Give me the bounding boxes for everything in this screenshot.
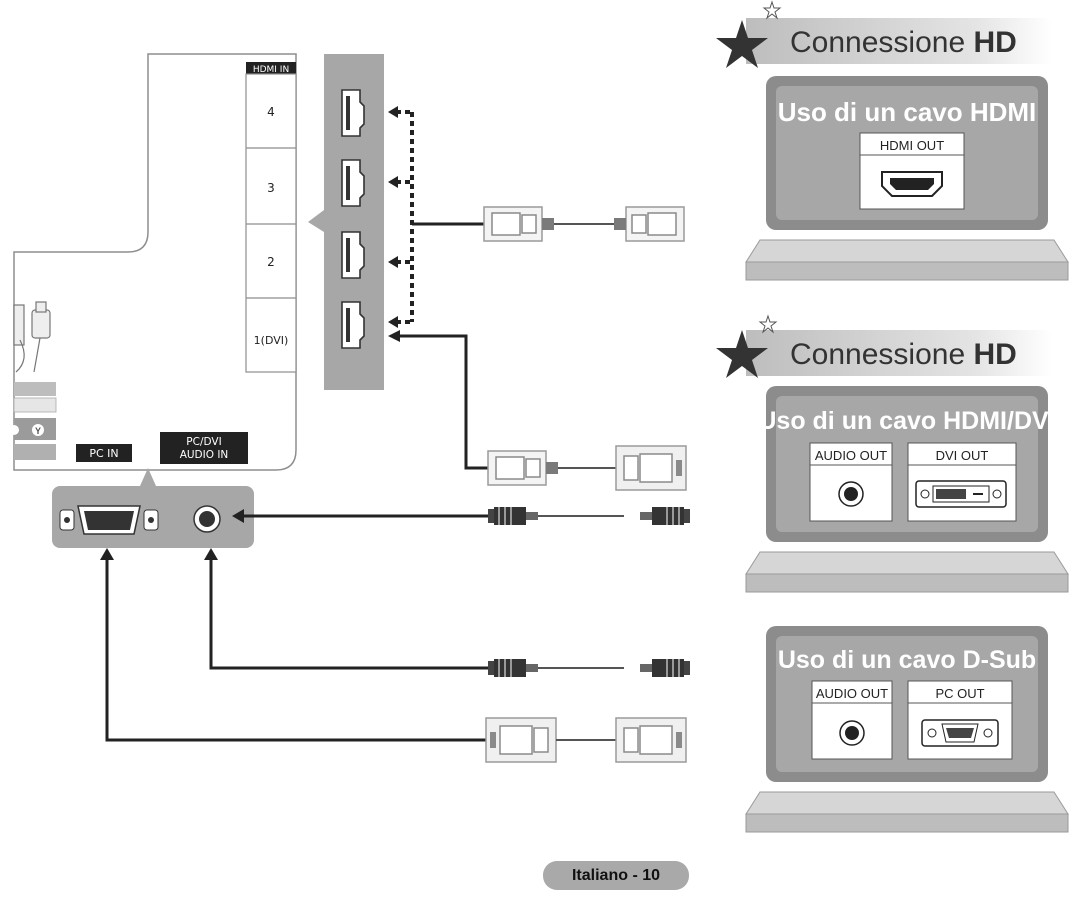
dsub-cable bbox=[100, 548, 687, 763]
hdmi-dvi-cable bbox=[400, 334, 687, 491]
port-label: DVI OUT bbox=[936, 448, 989, 463]
svg-text:Y: Y bbox=[35, 426, 41, 436]
port-label: AUDIO OUT bbox=[816, 686, 888, 701]
card-title: Uso di un cavo D-Sub bbox=[778, 646, 1036, 674]
port-label: HDMI OUT bbox=[880, 138, 944, 153]
hdmi-port-icon-1 bbox=[341, 301, 365, 349]
pc-labels: PC IN PC/DVI AUDIO IN bbox=[76, 432, 248, 464]
hdmi-in-label: HDMI IN bbox=[253, 65, 289, 75]
hdmi-port-icon-3 bbox=[341, 159, 365, 207]
small-star-icon bbox=[758, 314, 778, 334]
section-hdmi: Connessione HD Uso di un cavo HDMI HDMI … bbox=[716, 0, 1069, 281]
hdmi-ports-zoom-panel bbox=[308, 54, 384, 390]
pc-out-vga-port-icon bbox=[921, 719, 999, 747]
hdmi-in-column: HDMI IN 4 3 2 1(DVI) bbox=[245, 62, 297, 373]
hdmi-port-label-2: 2 bbox=[267, 255, 275, 269]
pc-in-label: PC IN bbox=[89, 447, 118, 460]
audio-cable-1 bbox=[232, 507, 690, 525]
hdmi-cable-dotted-links bbox=[396, 110, 414, 324]
pc-audio-port-panel bbox=[52, 468, 254, 548]
hdmi-port-icon-4 bbox=[341, 89, 365, 137]
page-footer-label: Italiano - 10 bbox=[543, 861, 689, 890]
audio-out-jack-icon bbox=[839, 720, 865, 746]
audio-out-jack-icon bbox=[838, 481, 864, 507]
audio-jack-icon bbox=[193, 505, 221, 533]
card-title: Uso di un cavo HDMI bbox=[778, 97, 1037, 127]
section-dsub: Uso di un cavo D-Sub AUDIO OUT PC OUT bbox=[745, 626, 1069, 833]
small-star-icon bbox=[762, 0, 782, 20]
star-icon bbox=[716, 330, 768, 378]
arrowheads bbox=[388, 106, 400, 342]
hdmi-port-icon-2 bbox=[341, 231, 365, 279]
hdmi-cable bbox=[412, 206, 685, 242]
card-title: Uso di un cavo HDMI/DVI bbox=[758, 407, 1055, 435]
audio-cable-2 bbox=[204, 548, 690, 677]
dvi-out-port-icon bbox=[915, 480, 1007, 508]
vga-port-icon bbox=[59, 505, 159, 535]
port-label: AUDIO OUT bbox=[815, 448, 887, 463]
section-heading: Connessione HD bbox=[790, 338, 1017, 371]
hdmi-out-port-icon bbox=[881, 171, 943, 197]
port-label: PC OUT bbox=[935, 686, 984, 701]
section-heading: Connessione HD bbox=[790, 26, 1017, 59]
pc-dvi-audio-in-label-line1: PC/DVI bbox=[186, 436, 221, 448]
section-hdmi-dvi: Connessione HD Uso di un cavo HDMI/DVI A… bbox=[716, 314, 1069, 593]
hdmi-port-label-3: 3 bbox=[267, 181, 275, 195]
star-icon bbox=[716, 20, 768, 68]
hdmi-port-label-1-dvi: 1(DVI) bbox=[254, 334, 289, 347]
tv-back-panel: Y bbox=[9, 53, 297, 471]
partial-connectors bbox=[13, 301, 51, 373]
pc-dvi-audio-in-label-line2: AUDIO IN bbox=[180, 449, 229, 461]
hdmi-port-label-4: 4 bbox=[267, 105, 275, 119]
